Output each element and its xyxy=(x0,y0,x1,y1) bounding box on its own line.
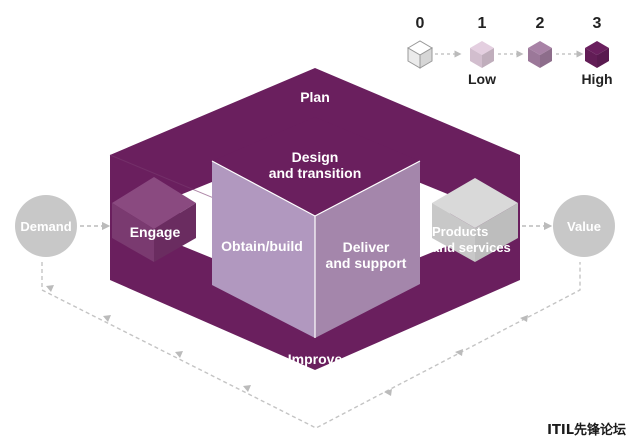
legend-level-number: 3 xyxy=(593,15,602,32)
plan-label: Plan xyxy=(300,89,330,105)
feedback-arrow xyxy=(243,385,251,392)
legend-level-number: 0 xyxy=(416,15,425,32)
demand-circle xyxy=(15,195,77,257)
legend-level-number: 2 xyxy=(536,15,545,32)
design-label-line1: Design xyxy=(292,149,339,165)
feedback-arrow xyxy=(46,285,54,292)
legend-cube-1 xyxy=(470,41,494,68)
feedback-arrows xyxy=(46,285,528,396)
feedback-arrow xyxy=(175,351,183,358)
design-face xyxy=(212,117,420,216)
obtain-label: Obtain/build xyxy=(221,238,303,254)
feedback-arrow xyxy=(520,315,528,322)
obtain-face xyxy=(212,161,315,338)
legend-cube-0 xyxy=(407,40,433,69)
value-circle xyxy=(553,195,615,257)
legend-level-number: 1 xyxy=(478,15,487,32)
value-label: Value xyxy=(567,219,601,234)
feedback-arrow xyxy=(384,389,392,396)
improve-label: Improve xyxy=(288,351,343,367)
watermark: ITIL先锋论坛 xyxy=(547,422,626,438)
central-cube xyxy=(211,117,421,338)
deliver-label-line1: Deliver xyxy=(343,239,390,255)
legend-level-label: High xyxy=(581,71,612,87)
products-label-line2: and services xyxy=(432,240,511,255)
engage-cube xyxy=(112,177,196,262)
feedback-arrow xyxy=(103,315,111,322)
engage-label: Engage xyxy=(130,224,181,240)
deliver-face xyxy=(315,161,420,338)
legend-level-label: Low xyxy=(468,71,496,87)
products-cube xyxy=(432,178,518,262)
design-label-line2: and transition xyxy=(269,165,362,181)
legend-cube-2 xyxy=(528,41,552,68)
products-label-line1: Products xyxy=(432,224,488,239)
ring-shape xyxy=(110,68,520,370)
deliver-label-line2: and support xyxy=(326,255,407,271)
legend-cube-3 xyxy=(585,41,609,68)
feedback-arrow xyxy=(455,349,463,356)
demand-label: Demand xyxy=(20,219,71,234)
